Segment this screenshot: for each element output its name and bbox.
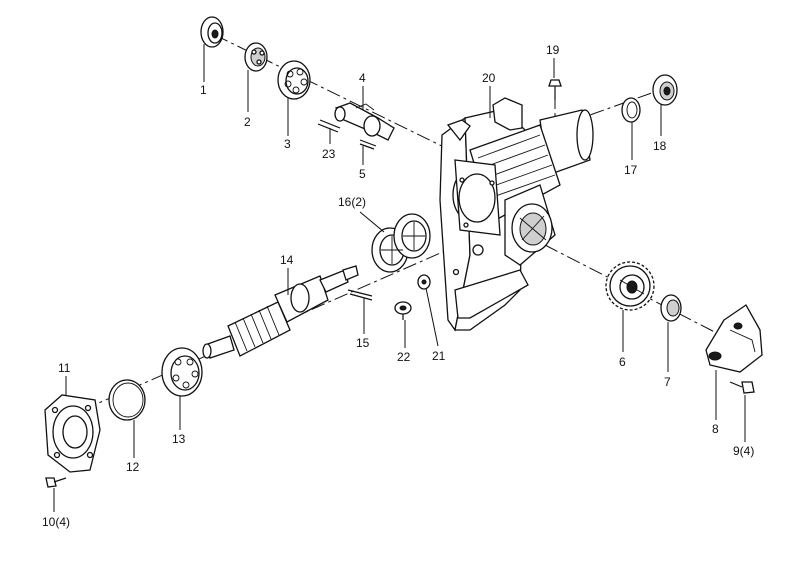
callout-16: 16(2) (338, 195, 366, 209)
part-21-washer (417, 274, 431, 290)
callout-5: 5 (359, 167, 366, 181)
callout-4: 4 (359, 71, 366, 85)
part-1-washer (200, 16, 224, 48)
part-8-cover-plate (705, 304, 763, 373)
part-13-ball-bearing (161, 347, 203, 397)
part-22-screw (394, 301, 412, 320)
part-2-bearing (244, 42, 268, 72)
callout-19: 19 (546, 43, 560, 57)
part-19-screw (548, 79, 562, 100)
leader-lines (53, 44, 746, 512)
part-4-shaft (334, 102, 395, 141)
part-5-key (359, 139, 377, 150)
callout-15: 15 (356, 336, 370, 350)
callout-21: 21 (432, 349, 446, 363)
part-20-housing (439, 97, 594, 332)
callout-labels: 1 2 3 4 5 6 7 8 9(4) 10(4) 11 12 13 14 1… (42, 43, 754, 529)
part-12-o-ring (108, 379, 146, 421)
part-23-key (317, 119, 341, 133)
callout-2: 2 (244, 115, 251, 129)
part-14-worm-shaft (202, 265, 359, 359)
callout-9: 9(4) (733, 444, 754, 458)
callout-20: 20 (482, 71, 496, 85)
callout-1: 1 (200, 83, 207, 97)
callout-3: 3 (284, 137, 291, 151)
callout-14: 14 (280, 253, 294, 267)
callout-11: 11 (58, 361, 71, 375)
callout-23: 23 (322, 147, 336, 161)
callout-10: 10(4) (42, 515, 70, 529)
callout-7: 7 (664, 375, 671, 389)
callout-13: 13 (172, 432, 186, 446)
callout-17: 17 (624, 163, 638, 177)
part-6-gear (605, 261, 655, 311)
part-11-cover (44, 394, 101, 473)
part-18-bearing (652, 74, 678, 106)
callout-6: 6 (619, 355, 626, 369)
part-3-ball-bearing (277, 60, 311, 100)
callout-12: 12 (126, 460, 140, 474)
part-7-bearing (660, 294, 682, 322)
part-15-key (347, 289, 373, 301)
callout-22: 22 (397, 350, 411, 364)
part-10-bolt (45, 477, 67, 488)
callout-8: 8 (712, 422, 719, 436)
callout-18: 18 (653, 139, 667, 153)
part-9-bolt (729, 381, 755, 394)
part-17-snap-ring (621, 97, 641, 123)
part-16-bearings (371, 213, 431, 273)
